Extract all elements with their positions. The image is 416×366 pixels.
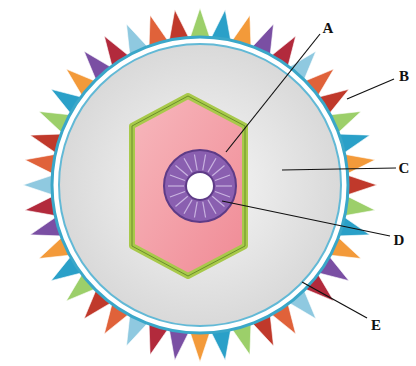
nucleus-center: [186, 172, 214, 200]
chromatin-strand: [175, 196, 187, 206]
chromatin-strand: [194, 202, 197, 218]
chromatin-strand: [215, 175, 230, 180]
vegetative-cell-edge: [132, 96, 245, 276]
chromatin-strand: [175, 165, 187, 175]
chromatin-strand: [208, 200, 216, 214]
callout-letter: B: [399, 69, 409, 84]
exine-spikes: [23, 8, 377, 362]
callout-letter: D: [394, 233, 405, 248]
chromatin-strand: [184, 158, 192, 172]
exine-spike: [190, 8, 211, 39]
callout-letter: C: [399, 161, 410, 176]
leader-line: [226, 34, 320, 152]
exine-spike: [190, 331, 211, 362]
leader-line: [222, 201, 390, 236]
exine-spike: [346, 175, 377, 196]
intine-cytoplasm: [59, 44, 341, 326]
chromatin-strand: [194, 154, 197, 170]
callout-letter: E: [371, 318, 381, 333]
chromatin-strand: [184, 200, 192, 214]
chromatin-strand: [208, 158, 216, 172]
chromatin-strand: [215, 191, 230, 196]
vegetative-cell: [132, 96, 245, 276]
leader-line: [302, 282, 367, 318]
chromatin-strand: [203, 202, 206, 218]
exine-spike: [23, 175, 54, 196]
chromatin-strand: [170, 191, 185, 196]
nucleus-texture: [168, 154, 232, 217]
callout-letter: A: [323, 21, 334, 36]
chromatin-strand: [203, 154, 206, 170]
leader-lines: [222, 34, 396, 318]
generative-nucleus: [164, 150, 236, 222]
chromatin-strand: [170, 175, 185, 180]
chromatin-strand: [168, 185, 184, 186]
exine-wall: [52, 37, 348, 333]
chromatin-strand: [212, 165, 224, 175]
chromatin-strand: [216, 185, 232, 186]
leader-line: [282, 168, 396, 170]
leader-line: [347, 79, 394, 99]
